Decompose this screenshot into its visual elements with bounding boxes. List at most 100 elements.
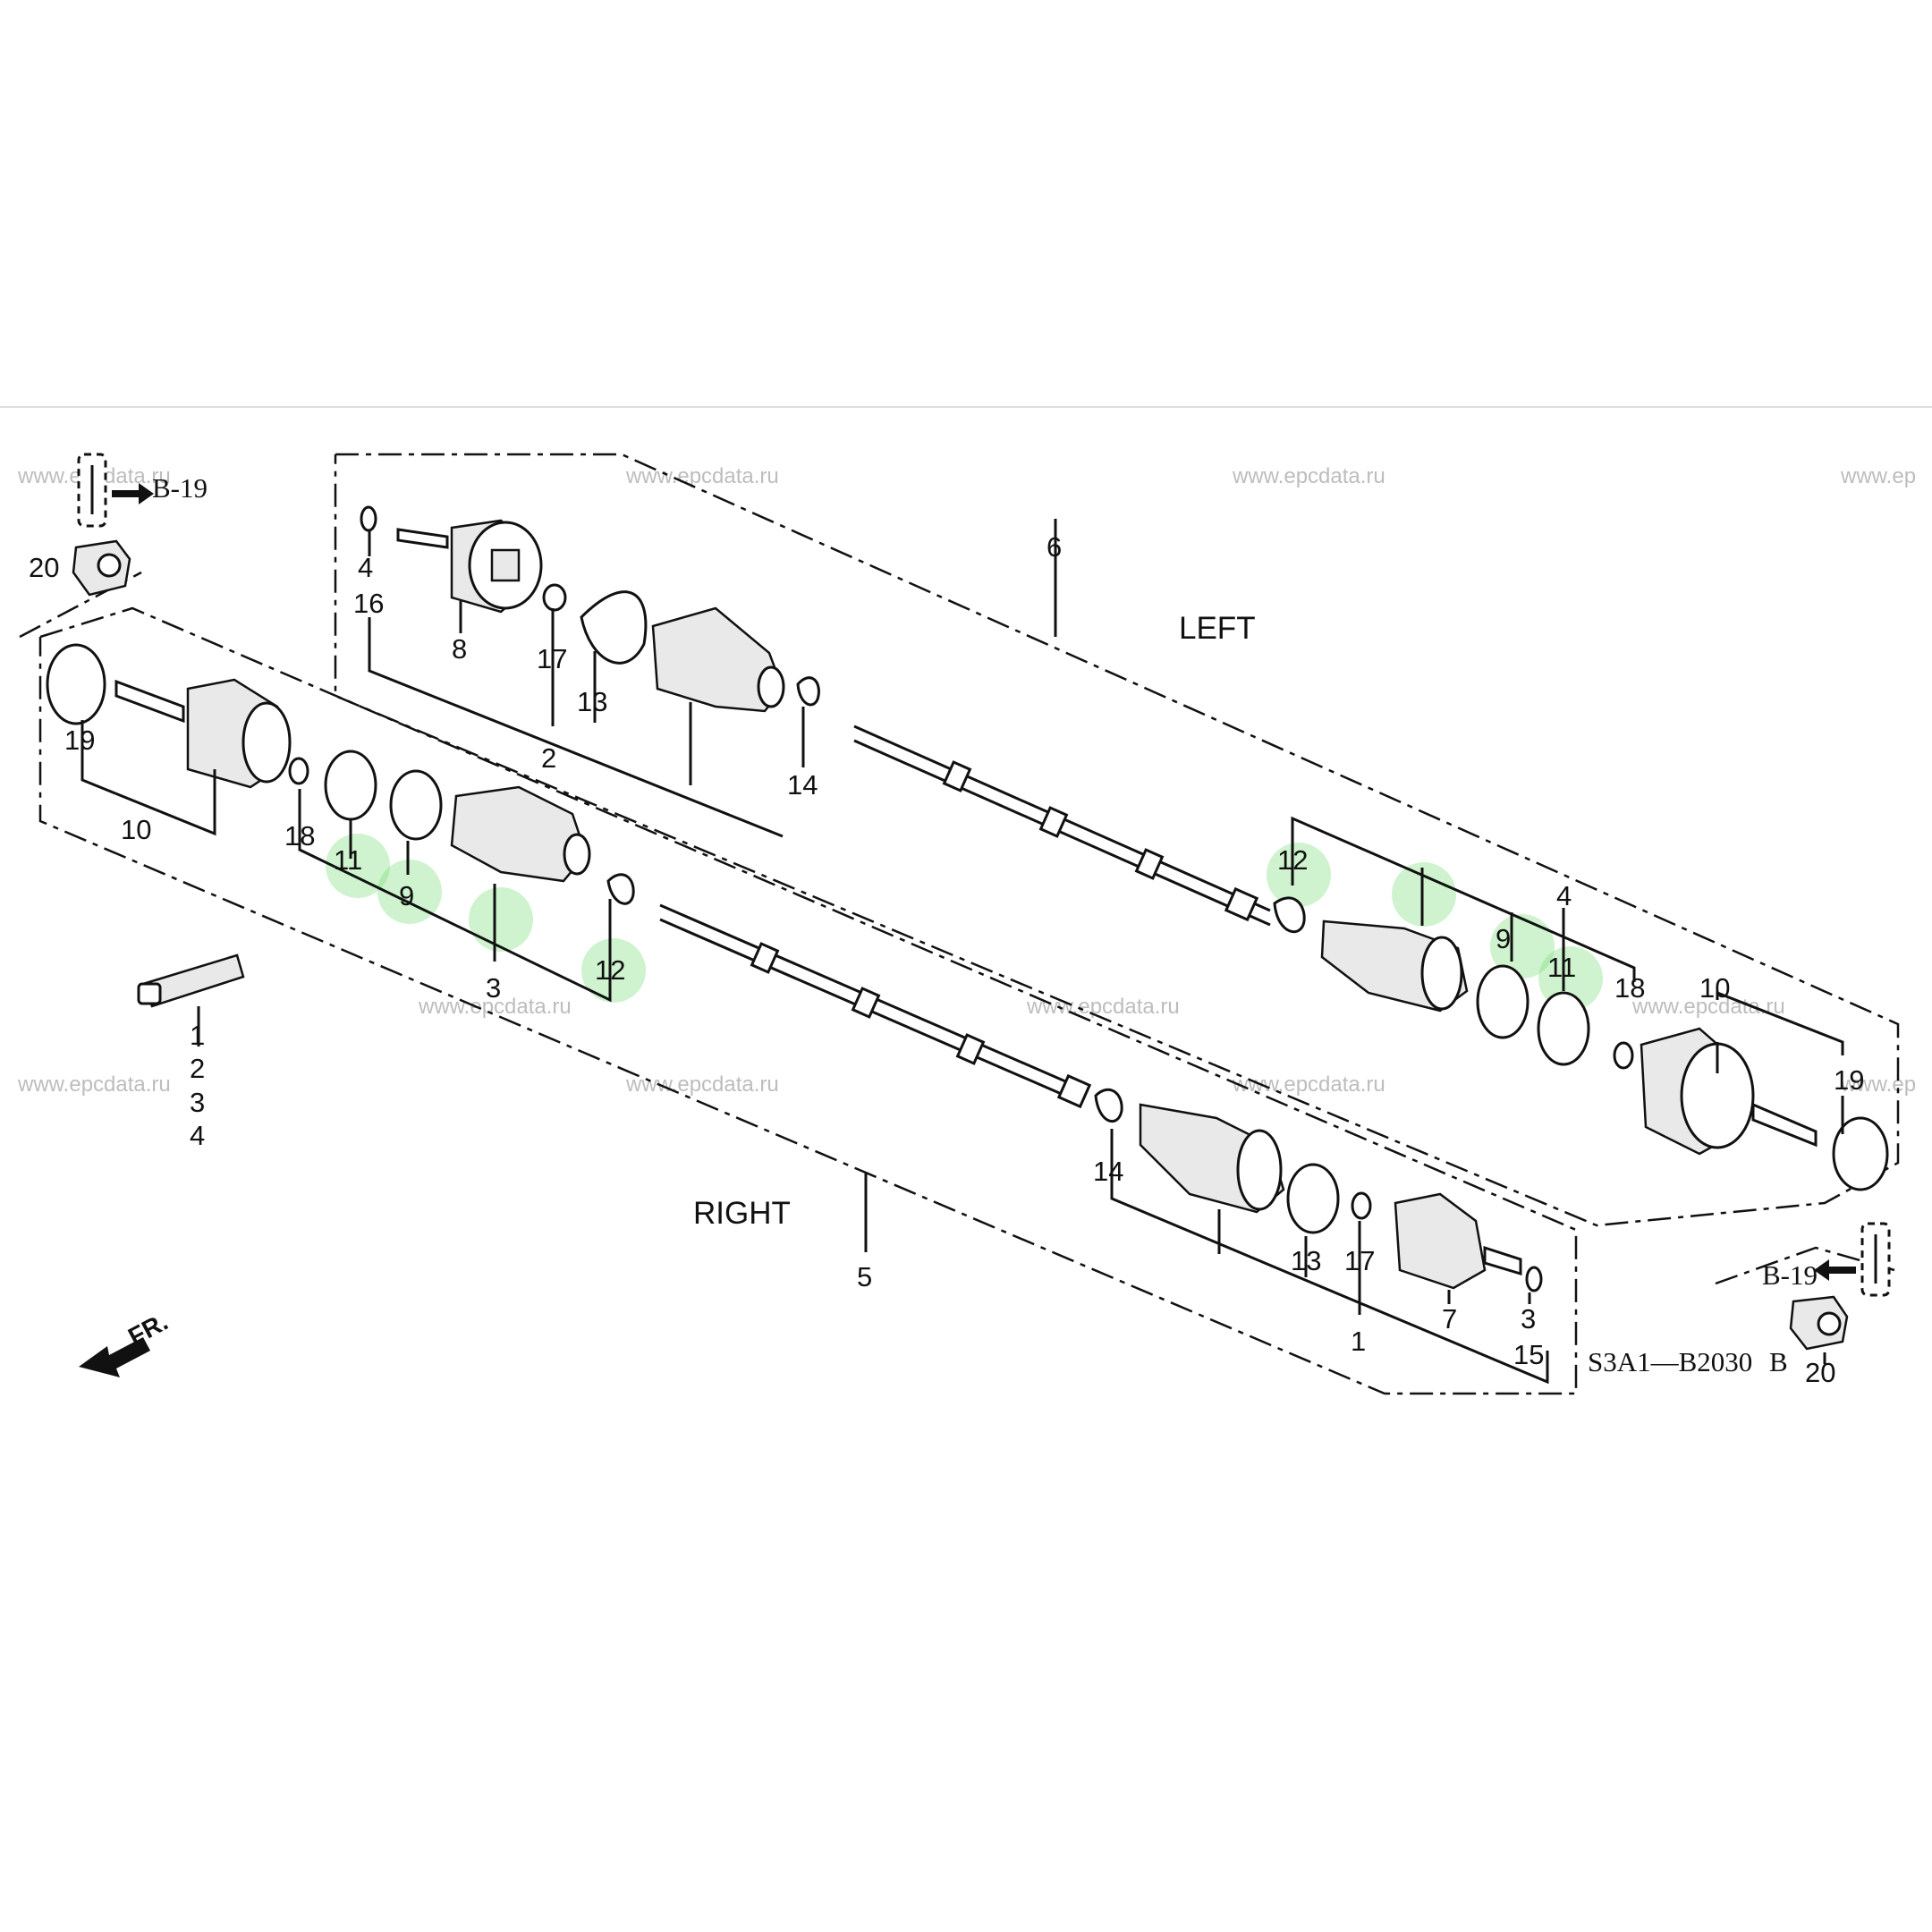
callout-7: 7 <box>1442 1303 1457 1335</box>
callout-8: 8 <box>452 633 467 665</box>
arrow-right-icon <box>112 483 154 504</box>
callout-10: 10 <box>121 814 151 845</box>
dynamic-damper-icon <box>542 583 567 612</box>
watermark: www.epcdata.ru <box>625 1072 779 1097</box>
boot-band-icon <box>580 590 648 665</box>
highlight-marker <box>1267 843 1331 907</box>
right-inboard-joint <box>114 678 292 789</box>
watermark: www.epcdata.ru <box>1631 995 1785 1019</box>
highlight-marker <box>326 834 390 898</box>
callout-16: 16 <box>353 588 384 619</box>
dynamic-damper-icon <box>1351 1191 1372 1220</box>
boot-band-small-icon <box>606 873 635 905</box>
callout-13: 13 <box>1291 1245 1321 1276</box>
circlip-icon <box>360 505 377 532</box>
left-outboard-boot <box>651 606 785 713</box>
callout-4: 4 <box>190 1120 205 1151</box>
highlight-marker <box>1392 862 1456 927</box>
callout-14: 14 <box>1093 1156 1123 1187</box>
section-label-right: RIGHT <box>693 1196 791 1231</box>
callout-11: 11 <box>334 844 362 876</box>
arrow-fr-icon <box>79 1337 150 1377</box>
section-label-left: LEFT <box>1179 611 1256 646</box>
set-ring-icon <box>1613 1041 1634 1070</box>
watermark: www.epcdata.ru <box>625 464 779 488</box>
callout-15: 15 <box>1513 1339 1544 1370</box>
boot-band-large-icon <box>1476 964 1530 1039</box>
boot-band-small-icon <box>1094 1089 1123 1123</box>
watermark: www.ep <box>1840 1072 1916 1097</box>
callout-5: 5 <box>857 1261 872 1292</box>
callout-18: 18 <box>284 820 315 852</box>
callout-3: 3 <box>486 972 501 1004</box>
right-outboard-boot <box>1139 1103 1285 1214</box>
callout-13: 13 <box>577 686 607 717</box>
boot-band-large-icon <box>324 750 377 821</box>
callout-18: 18 <box>1614 972 1645 1004</box>
highlight-marker <box>581 938 646 1003</box>
watermark: www.epcdata.ru <box>1232 464 1385 488</box>
callout-3: 3 <box>190 1087 205 1118</box>
diagram-ref-code: S3A1—B2030 B <box>1588 1346 1788 1377</box>
callout-17: 17 <box>1344 1245 1375 1276</box>
boot-band-small-icon <box>796 676 820 707</box>
watermark: www.epcdata.ru <box>17 1072 171 1097</box>
ref-code-text: S3A1—B2030 <box>1588 1346 1752 1377</box>
callout-19: 19 <box>64 724 95 756</box>
cotter-pin-icon <box>77 453 154 528</box>
leader-lines <box>80 519 1844 1385</box>
callout-14: 14 <box>787 769 818 801</box>
boot-band-large-icon <box>1537 991 1590 1066</box>
boot-band-large-icon <box>1286 1163 1340 1234</box>
grease-tube-icon <box>137 953 245 1008</box>
right-assembly-outline <box>38 606 1578 1395</box>
callout-9: 9 <box>1496 923 1511 954</box>
highlight-marker <box>1490 914 1555 979</box>
left-inboard-joint <box>1640 1027 1818 1156</box>
callout-10: 10 <box>1699 972 1730 1004</box>
callout-1: 1 <box>1351 1326 1366 1357</box>
ref-link-b19[interactable]: B-19 <box>152 472 208 504</box>
callout-2: 2 <box>541 742 556 774</box>
boot-band-icon <box>1273 896 1306 934</box>
watermark: www.epcdata.ru <box>1232 1072 1385 1097</box>
ref-code-suffix: B <box>1769 1346 1788 1377</box>
callout-3: 3 <box>1521 1303 1536 1335</box>
set-ring-icon <box>288 757 309 785</box>
left-outboard-joint <box>396 519 543 614</box>
nut-box-left <box>19 571 142 639</box>
right-driveshaft <box>659 903 1092 1109</box>
seal-icon <box>1832 1116 1889 1191</box>
callout-4: 4 <box>358 552 373 583</box>
circlip-icon <box>1525 1266 1543 1292</box>
highlight-marker <box>377 860 442 924</box>
left-inboard-boot <box>1320 919 1469 1013</box>
seal-icon <box>46 643 106 725</box>
callout-17: 17 <box>537 643 567 674</box>
callout-12: 12 <box>1277 844 1308 876</box>
right-inboard-boot <box>450 785 591 883</box>
callout-20: 20 <box>29 552 59 583</box>
highlight-marker <box>469 887 533 952</box>
callout-11: 11 <box>1547 952 1576 983</box>
watermark: www.ep <box>1840 464 1916 488</box>
spindle-nut-icon <box>1789 1295 1849 1351</box>
spindle-nut-icon <box>72 539 131 597</box>
cotter-pin-icon <box>1814 1222 1891 1297</box>
callout-6: 6 <box>1046 531 1062 563</box>
watermark: www.epcdata.ru <box>1026 995 1180 1019</box>
callout-9: 9 <box>399 880 414 911</box>
right-outboard-joint <box>1394 1192 1522 1290</box>
ref-link-b19[interactable]: B-19 <box>1762 1259 1818 1291</box>
front-direction-arrow: FR. <box>79 1308 173 1377</box>
left-driveshaft <box>853 724 1271 927</box>
callout-20: 20 <box>1805 1357 1835 1388</box>
boot-band-large-icon <box>389 769 443 841</box>
callout-1: 1 <box>190 1020 205 1051</box>
callout-19: 19 <box>1834 1064 1864 1096</box>
watermark: www.epcdata.ru <box>418 995 572 1019</box>
arrow-left-icon <box>1814 1259 1856 1281</box>
callout-numbers: 4 16 8 17 13 2 14 6 12 4 9 11 18 10 19 2… <box>29 531 1864 1388</box>
callout-2: 2 <box>190 1053 205 1084</box>
